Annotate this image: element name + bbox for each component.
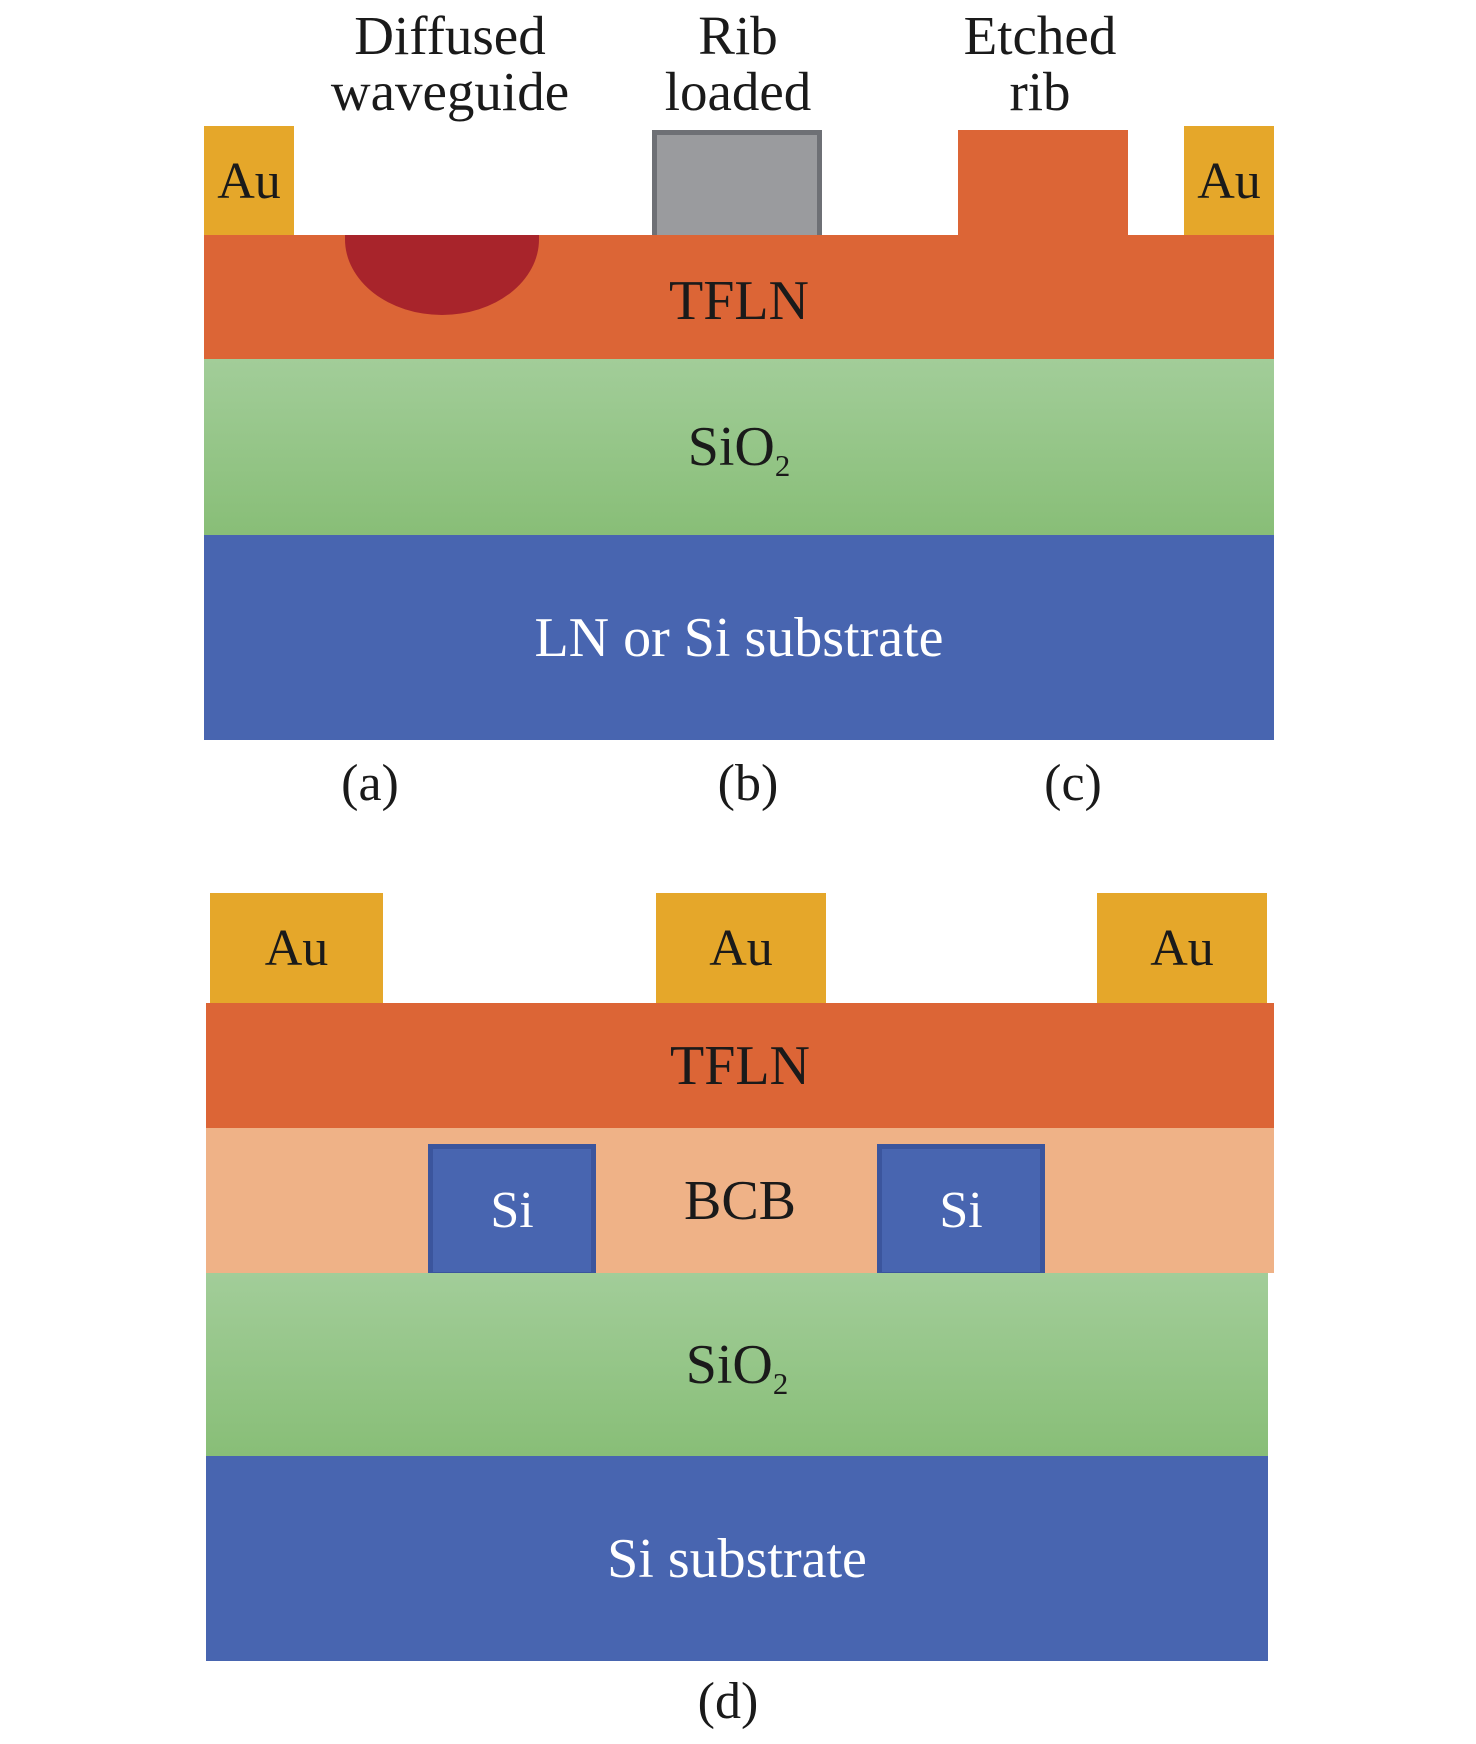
panel-label-d: (d): [697, 1673, 759, 1730]
si-waveguide-right: Si: [877, 1144, 1045, 1277]
panel-label-b: (b): [717, 755, 779, 812]
substrate-layer: Si substrate: [206, 1456, 1268, 1661]
sio2-label: SiO2: [687, 416, 791, 483]
au-electrode-right: Au: [1184, 126, 1274, 236]
au-electrode-left: Au: [204, 126, 294, 236]
bcb-layer: BCB: [206, 1128, 1274, 1273]
heading-diffused-waveguide: Diffused waveguide: [330, 5, 570, 122]
tfln-layer: TFLN: [206, 1003, 1274, 1128]
heading-etched-rib: Etched rib: [963, 5, 1117, 122]
sio2-layer: SiO2: [204, 359, 1274, 535]
au-electrode-center: Au: [656, 893, 826, 1003]
panel-label-a: (a): [341, 755, 399, 812]
sio2-layer: SiO2: [206, 1273, 1268, 1456]
sio2-label: SiO2: [685, 1333, 789, 1401]
etched-rib: [958, 130, 1128, 238]
substrate-layer: LN or Si substrate: [204, 535, 1274, 740]
si-waveguide-left: Si: [428, 1144, 596, 1277]
heading-rib-loaded: Rib loaded: [664, 5, 812, 122]
panel-label-c: (c): [1044, 755, 1102, 812]
rib-loaded-strip: [652, 130, 822, 240]
au-electrode-right: Au: [1097, 893, 1267, 1003]
au-electrode-left: Au: [210, 893, 383, 1003]
